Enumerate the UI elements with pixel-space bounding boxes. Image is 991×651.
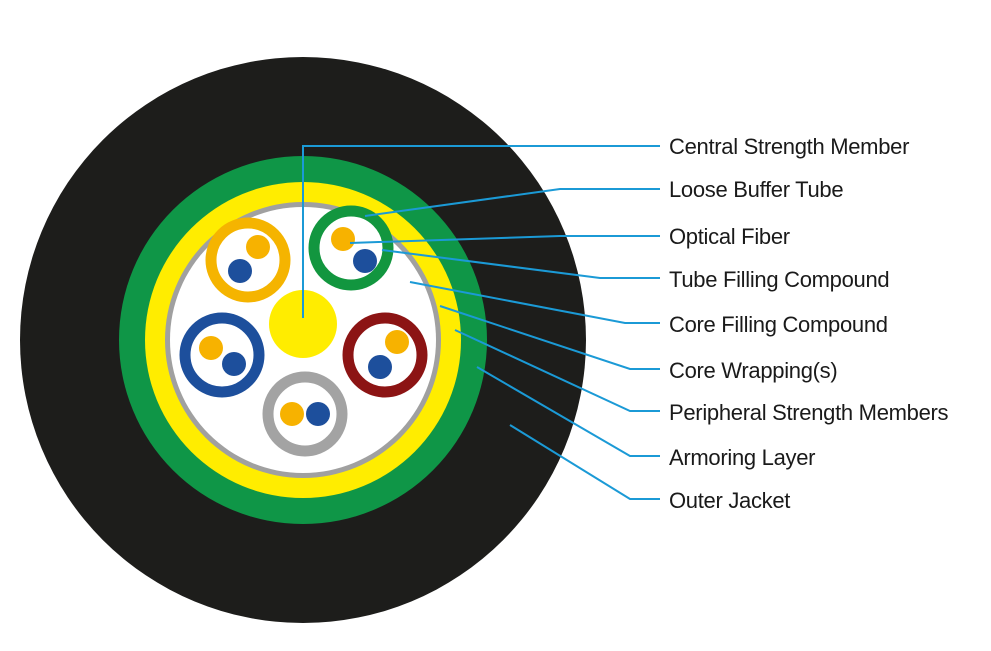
label-core-wrappings: Core Wrapping(s) — [669, 358, 837, 383]
leader-loose-buffer-tube — [364, 188, 660, 217]
tube-ring — [205, 217, 291, 303]
buffer-tube-green — [308, 205, 394, 291]
optical-fiber-orange — [331, 227, 355, 251]
tube-ring — [179, 312, 265, 398]
tube-ring — [342, 312, 428, 398]
buffer-tube-red — [342, 312, 428, 398]
labels: Central Strength Member Loose Buffer Tub… — [669, 134, 949, 513]
optical-fiber-blue — [353, 249, 377, 273]
optical-fiber-orange — [385, 330, 409, 354]
label-armoring-layer: Armoring Layer — [669, 445, 815, 470]
optical-fiber-blue — [228, 259, 252, 283]
leader-lines — [302, 145, 660, 500]
central-strength-member-shape — [269, 290, 337, 358]
tube-ring — [308, 205, 394, 291]
label-optical-fiber: Optical Fiber — [669, 224, 790, 249]
label-outer-jacket: Outer Jacket — [669, 488, 790, 513]
leader-tube-filling-compound — [381, 249, 660, 279]
leader-armoring-layer — [476, 366, 660, 457]
tube-ring — [262, 371, 348, 457]
label-core-filling-compound: Core Filling Compound — [669, 312, 888, 337]
optical-fiber-orange — [246, 235, 270, 259]
leader-core-wrappings — [439, 305, 660, 370]
optical-fiber-blue — [222, 352, 246, 376]
optical-fiber-blue — [368, 355, 392, 379]
buffer-tube-orange — [205, 217, 291, 303]
leader-optical-fiber — [349, 235, 660, 244]
leader-outer-jacket — [509, 424, 660, 500]
optical-fiber-orange — [280, 402, 304, 426]
label-peripheral-strength-members: Peripheral Strength Members — [669, 400, 949, 425]
label-tube-filling-compound: Tube Filling Compound — [669, 267, 889, 292]
label-loose-buffer-tube: Loose Buffer Tube — [669, 177, 843, 202]
optical-fiber-blue — [306, 402, 330, 426]
leader-core-filling-compound — [409, 281, 660, 324]
leader-peripheral-strength-members — [454, 329, 660, 412]
cable-cross-section — [20, 57, 586, 623]
buffer-tube-gray — [262, 371, 348, 457]
optical-fiber-orange — [199, 336, 223, 360]
buffer-tube-blue — [179, 312, 265, 398]
leader-central-strength-member — [302, 145, 660, 318]
label-central-strength-member: Central Strength Member — [669, 134, 909, 159]
